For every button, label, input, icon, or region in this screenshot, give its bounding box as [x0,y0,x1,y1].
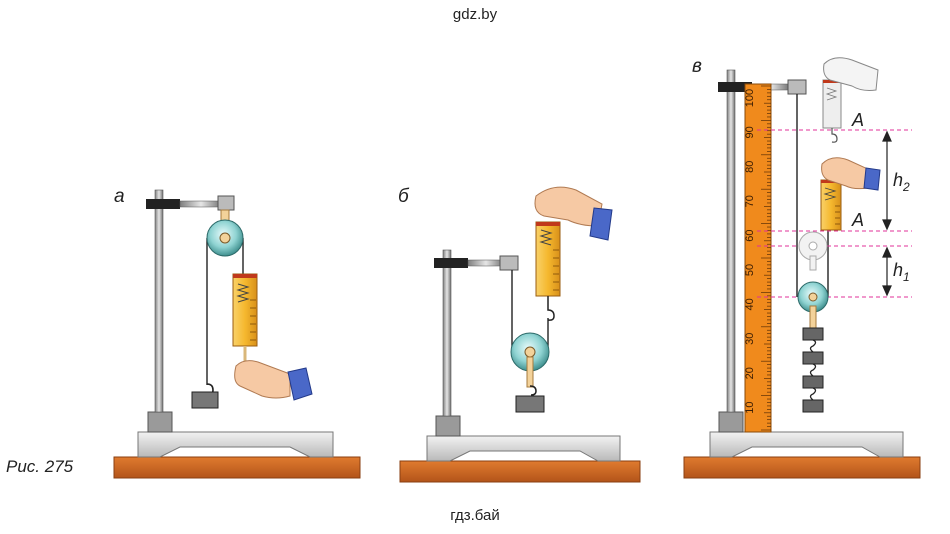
stand-base-b [426,435,621,462]
watermark-top: gdz.by [452,6,498,23]
figure-caption: Рис. 275 [6,457,74,476]
dynamometer-ghost-hook [831,128,838,143]
point-a-lower-label: A [851,210,864,230]
weight-c-1 [802,327,824,341]
ruler-label: 100 [744,89,756,107]
dynamometer-cap-a [233,274,257,278]
dynamometer-spring-c [823,187,837,201]
stand-rod-b [442,249,452,417]
weight-c-4 [802,399,824,413]
watermark-bottom: гдз.бай [450,507,500,524]
weight-stack-c [802,327,824,413]
ruler-label: 60 [744,229,756,241]
arm-block-b [499,255,519,271]
dynamometer-scale-c [835,205,840,225]
dimension-arrows [882,130,892,297]
sleeve-c [863,167,881,191]
dynamometer-spring-a [236,283,250,303]
panel-a-letter: а [114,186,125,207]
stand-rod-a [154,189,164,413]
h1-label: h1 [893,260,910,284]
pulley-holder-c [809,305,817,329]
dynamometer-scale-a [250,299,256,341]
hand-a [234,360,291,399]
pulley-axle-c [808,292,818,302]
stand-base-c [709,431,904,458]
wooden-board-c [683,456,921,479]
arm-b [467,259,505,267]
guide-lines [757,129,912,298]
panel-c-letter: в [692,56,702,77]
dynamometer-ghost-cap [823,80,841,83]
ruler-label: 70 [744,195,756,207]
dynamometer-ghost-c [822,79,842,129]
point-a-upper-label: A [851,110,864,130]
stand-base-a [137,431,334,458]
dynamometer-hook-b [547,296,555,321]
weight-b [515,395,545,413]
ruler-labels: 10 20 30 40 50 60 70 80 90 100 [744,89,756,414]
dynamometer-c [820,179,842,231]
arm-block-c [787,79,807,95]
h2-label: h2 [893,170,910,194]
ruler-label: 90 [744,126,756,138]
wooden-board-b [399,460,641,483]
dynamometer-scale-b [553,249,559,291]
clamp-b [434,258,468,268]
weight-c-3 [802,375,824,389]
arm-block-a [217,195,235,211]
ruler-label: 30 [744,333,756,345]
panel-b [399,186,641,483]
ruler-label: 50 [744,264,756,276]
sleeve-a [287,367,313,401]
dynamometer-a [232,273,258,347]
clamp-c [718,82,752,92]
panel-a [113,189,361,479]
sleeve-b [589,207,613,241]
clamp-a [146,199,180,209]
pulley-ghost-holder [809,255,817,271]
hand-c [821,157,871,190]
pulley-holder-b [526,356,534,388]
ruler-label: 10 [744,401,756,413]
dynamometer-cap-b [536,222,560,226]
panel-c: 10 20 30 40 50 60 70 80 90 100 [683,57,921,479]
ruler-label: 20 [744,367,756,379]
ruler-label: 80 [744,161,756,173]
weight-c-2 [802,351,824,365]
arm-a [179,200,223,208]
dynamometer-spring-b [539,229,553,246]
hook-b [529,385,537,396]
hand-b [534,186,603,227]
pulley-axle-b [524,346,536,358]
pulley-axle-a [219,232,231,244]
hand-ghost-c [823,57,879,91]
ruler-ticks [761,85,771,431]
stand-rod-c [726,69,736,413]
dynamometer-ghost-spring [825,87,838,101]
panel-b-letter: б [398,186,409,207]
stand-foot-b [435,415,461,437]
pulley-ghost-axle [808,241,818,251]
stand-foot-c [718,411,744,433]
wooden-board-a [113,456,361,479]
weight-a [191,391,219,409]
ruler-label: 40 [744,298,756,310]
stand-foot-a [147,411,173,433]
dynamometer-b [535,221,561,297]
